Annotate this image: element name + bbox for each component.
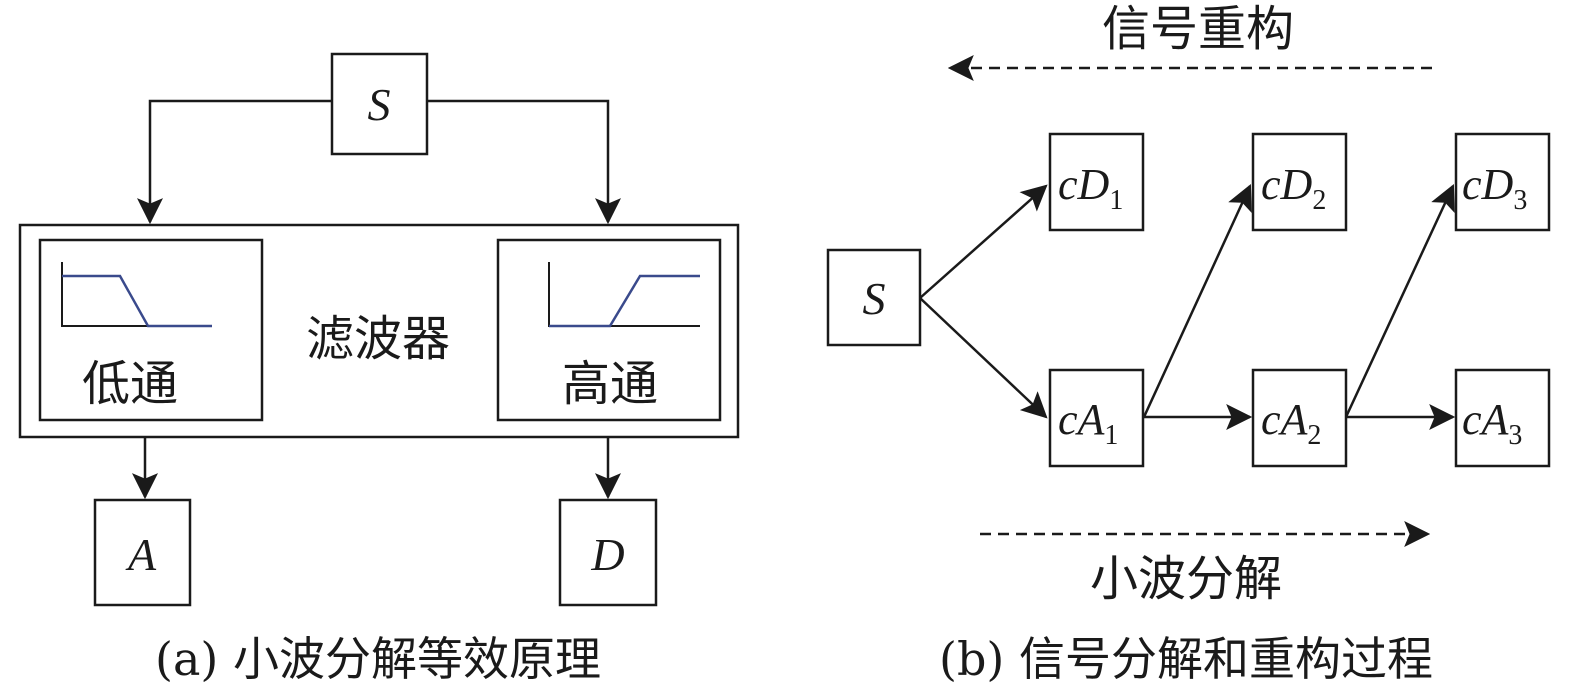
- decompose-label: 小波分解: [1090, 551, 1282, 607]
- node-ca2-label: cA2: [1261, 395, 1321, 451]
- node-cd1-label: cD1: [1058, 160, 1123, 216]
- output-a-box: [93, 498, 192, 607]
- input-s-label: S: [368, 79, 391, 130]
- node-ca3-box: [1454, 368, 1551, 468]
- edge-s-ca1: [919, 297, 1048, 419]
- node-ca2-box: [1251, 368, 1348, 468]
- node-cd3-box: [1454, 132, 1551, 232]
- input-s-box: [330, 52, 429, 156]
- edge-ca1-cd2: [1142, 184, 1252, 418]
- node-cd1-box: [1048, 132, 1145, 232]
- edge-s-cd1: [919, 184, 1048, 299]
- highpass-label: 高通: [562, 356, 658, 412]
- node-ca1-label: cA1: [1058, 395, 1118, 451]
- node-cd2-box: [1251, 132, 1348, 232]
- filter-bank-label: 滤波器: [306, 311, 450, 367]
- lowpass-label: 低通: [82, 356, 178, 412]
- source-s-label: S: [863, 273, 886, 324]
- lowpass-box: [38, 238, 264, 422]
- output-d-box: [558, 498, 658, 607]
- reconstruct-label: 信号重构: [1102, 1, 1294, 57]
- output-d-label: D: [590, 529, 624, 580]
- node-cd3-label: cD3: [1462, 160, 1527, 216]
- panel-a: S 滤波器 低通 高通 A D (a) 小波分解等效原理: [18, 52, 740, 686]
- highpass-response-icon: [548, 262, 700, 328]
- node-cd2-label: cD2: [1261, 160, 1326, 216]
- panel-b: 信号重构 S cD1 cD2 cD3 cA1 cA2 cA3 小波分解 (b) …: [826, 1, 1551, 686]
- node-ca1-box: [1048, 368, 1145, 468]
- highpass-box: [496, 238, 722, 422]
- route-to-lowpass: [137, 99, 332, 225]
- edge-ca2-cd3: [1344, 184, 1455, 418]
- caption-a: (a) 小波分解等效原理: [155, 632, 601, 686]
- lowpass-response-icon: [61, 262, 212, 328]
- route-to-highpass: [427, 99, 621, 225]
- output-a-label: A: [125, 529, 157, 580]
- node-ca3-label: cA3: [1462, 395, 1522, 451]
- caption-b: (b) 信号分解和重构过程: [939, 632, 1433, 686]
